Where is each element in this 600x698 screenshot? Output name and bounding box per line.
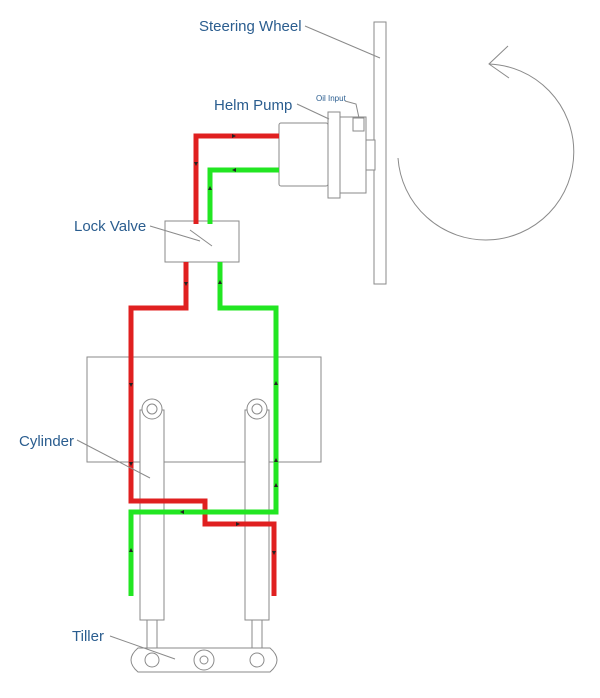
cylinder-label: Cylinder — [19, 433, 74, 450]
left-cylinder — [139, 398, 165, 649]
cylinder-mount-plate — [86, 356, 322, 463]
rotation-arrow-icon — [397, 45, 575, 241]
steering-wheel-label: Steering Wheel — [199, 18, 302, 35]
tiller-leader — [109, 635, 176, 660]
tiller-label: Tiller — [72, 628, 104, 645]
right-cylinder — [244, 398, 270, 649]
lock-valve-leader — [149, 225, 201, 242]
oil-input-label: Oil Input — [316, 94, 347, 103]
pressure-line-red — [128, 133, 279, 596]
tiller — [130, 647, 278, 673]
lock-valve-label: Lock Valve — [74, 218, 146, 235]
return-line-green — [128, 167, 279, 596]
helm-pump — [278, 111, 376, 199]
helm-pump-leader — [296, 103, 330, 120]
oil-input-leader — [344, 100, 360, 119]
flow-direction-arrow-icon — [129, 134, 278, 555]
steering-wheel — [373, 21, 387, 285]
cylinder-leader — [76, 439, 151, 479]
helm-pump-label: Helm Pump — [214, 97, 292, 114]
steering-wheel-leader — [304, 25, 381, 59]
lock-valve — [164, 220, 240, 263]
